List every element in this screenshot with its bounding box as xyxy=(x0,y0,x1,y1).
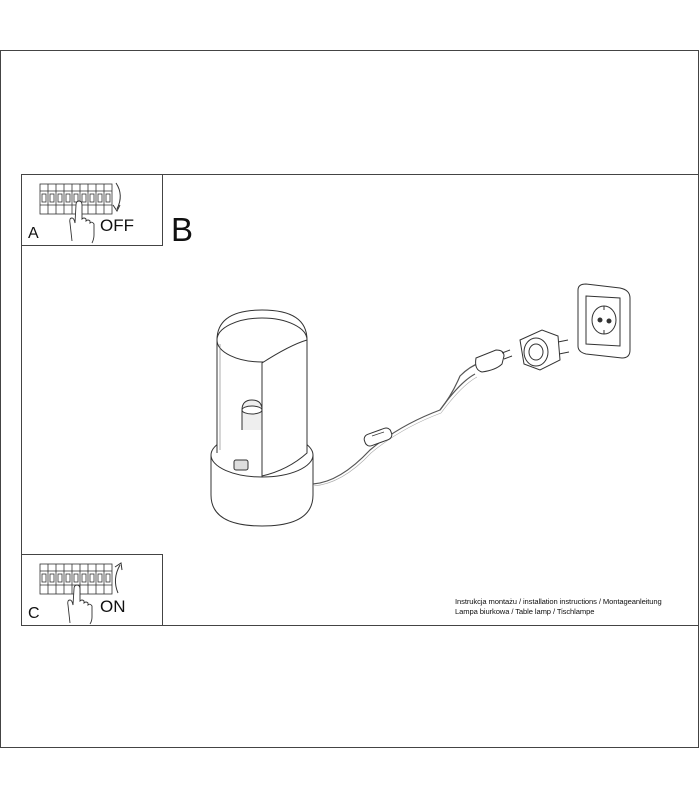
step-a-state: OFF xyxy=(100,216,134,235)
step-b-letter: B xyxy=(171,211,194,248)
hand-icon xyxy=(67,584,93,625)
diagram-frame xyxy=(21,174,699,626)
curved-arrow-up-icon xyxy=(114,564,121,594)
caption-instructions: Instrukcja montażu / installation instru… xyxy=(455,597,662,606)
hand-icon xyxy=(69,200,95,244)
step-a-panel: A OFF xyxy=(21,174,163,246)
plug-adapter-icon xyxy=(519,329,570,371)
step-c-letter: C xyxy=(28,605,40,622)
table-lamp-icon xyxy=(210,309,314,527)
caption-product: Lampa biurkowa / Table lamp / Tischlampe xyxy=(455,607,595,616)
wall-socket-icon xyxy=(577,283,631,359)
step-c-state: ON xyxy=(100,597,126,616)
circuit-breaker-icon xyxy=(39,562,123,625)
step-c-panel: C ON xyxy=(21,554,163,626)
curved-arrow-down-icon xyxy=(115,182,121,210)
step-b-illustration xyxy=(210,283,631,527)
step-a-letter: A xyxy=(28,225,39,242)
cord-switch-icon xyxy=(363,427,393,447)
plug-icon xyxy=(475,349,513,373)
circuit-breaker-icon xyxy=(39,182,121,244)
